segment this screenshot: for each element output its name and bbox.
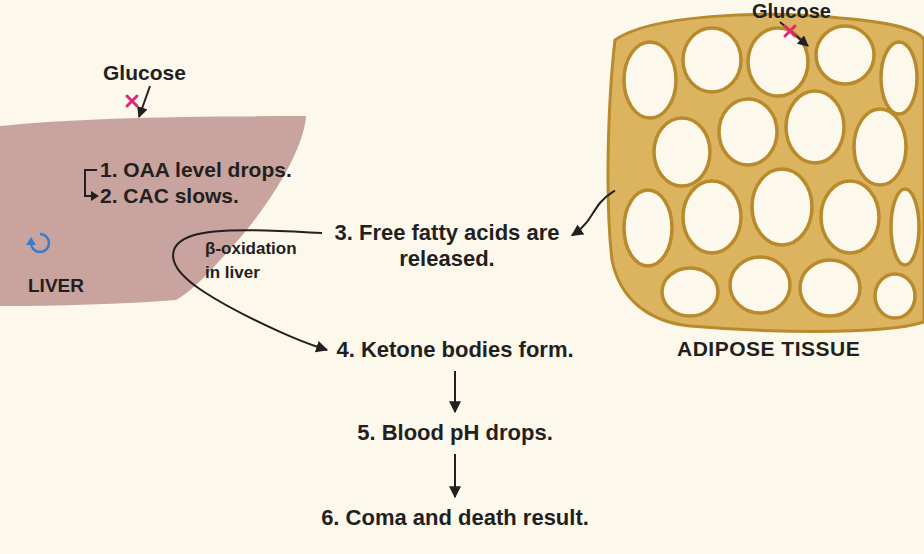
substance-label: Glucose	[752, 0, 862, 24]
glucose-arrow	[780, 22, 808, 46]
adipose-tissue-background	[608, 14, 924, 331]
fat-cell	[748, 28, 808, 96]
tissue-label: ADIPOSE TISSUE	[677, 336, 917, 362]
fat-cell	[816, 26, 874, 84]
fat-cell	[752, 169, 812, 245]
step-text: 6. Coma and death result.	[305, 505, 605, 531]
cycle-arrowhead	[26, 237, 36, 245]
organ-shape: 1. OAA level drops.2. CAC slows.LIVER	[0, 110, 310, 310]
process-step: 5. Blood pH drops.	[335, 418, 575, 448]
fat-cell	[683, 181, 741, 253]
step-text: 1. OAA level drops.	[100, 157, 315, 183]
blocked-mark	[127, 96, 137, 106]
curved-arrow	[572, 191, 615, 236]
fat-cell	[891, 189, 919, 265]
fat-cells	[624, 26, 919, 318]
fat-cell	[881, 42, 917, 114]
liver-shape	[0, 116, 306, 306]
step-arrowhead	[91, 191, 99, 201]
curved-arrow	[173, 230, 327, 350]
tissue-illustration: ADIPOSE TISSUE	[615, 18, 920, 363]
flow-arrow	[454, 454, 456, 497]
step-text: 3. Free fatty acids are released.	[322, 220, 572, 272]
fat-cell	[719, 99, 777, 165]
fat-cell	[654, 118, 710, 186]
fat-cell	[683, 28, 741, 92]
process-step: 3. Free fatty acids are released.	[322, 218, 572, 276]
fat-cell	[662, 268, 718, 316]
cross-stroke	[127, 96, 137, 106]
step-arrow	[85, 170, 97, 196]
fat-cell	[786, 91, 844, 163]
cross-stroke	[785, 26, 795, 36]
fat-cell	[624, 42, 676, 118]
fat-cell	[821, 181, 879, 253]
substance-label: Glucose	[103, 60, 223, 86]
fat-cell	[730, 257, 790, 313]
flow-arrow	[454, 371, 456, 412]
fat-cell	[875, 274, 915, 318]
connector-label: β-oxidation in liver	[205, 237, 310, 285]
fat-cell	[854, 109, 906, 185]
cross-stroke	[785, 26, 795, 36]
step-text: 4. Ketone bodies form.	[315, 337, 595, 363]
step-text: 2. CAC slows.	[100, 183, 315, 209]
process-step: 6. Coma and death result.	[305, 503, 605, 533]
glucose-arrow	[139, 86, 150, 117]
cross-stroke	[127, 96, 137, 106]
cycle-arrow	[31, 234, 49, 252]
fat-cell	[624, 190, 672, 266]
blocked-mark	[785, 26, 795, 36]
process-step: 4. Ketone bodies form.	[315, 335, 595, 365]
step-text: 5. Blood pH drops.	[335, 420, 575, 446]
organ-label: LIVER	[28, 274, 118, 298]
fat-cell	[800, 260, 860, 316]
